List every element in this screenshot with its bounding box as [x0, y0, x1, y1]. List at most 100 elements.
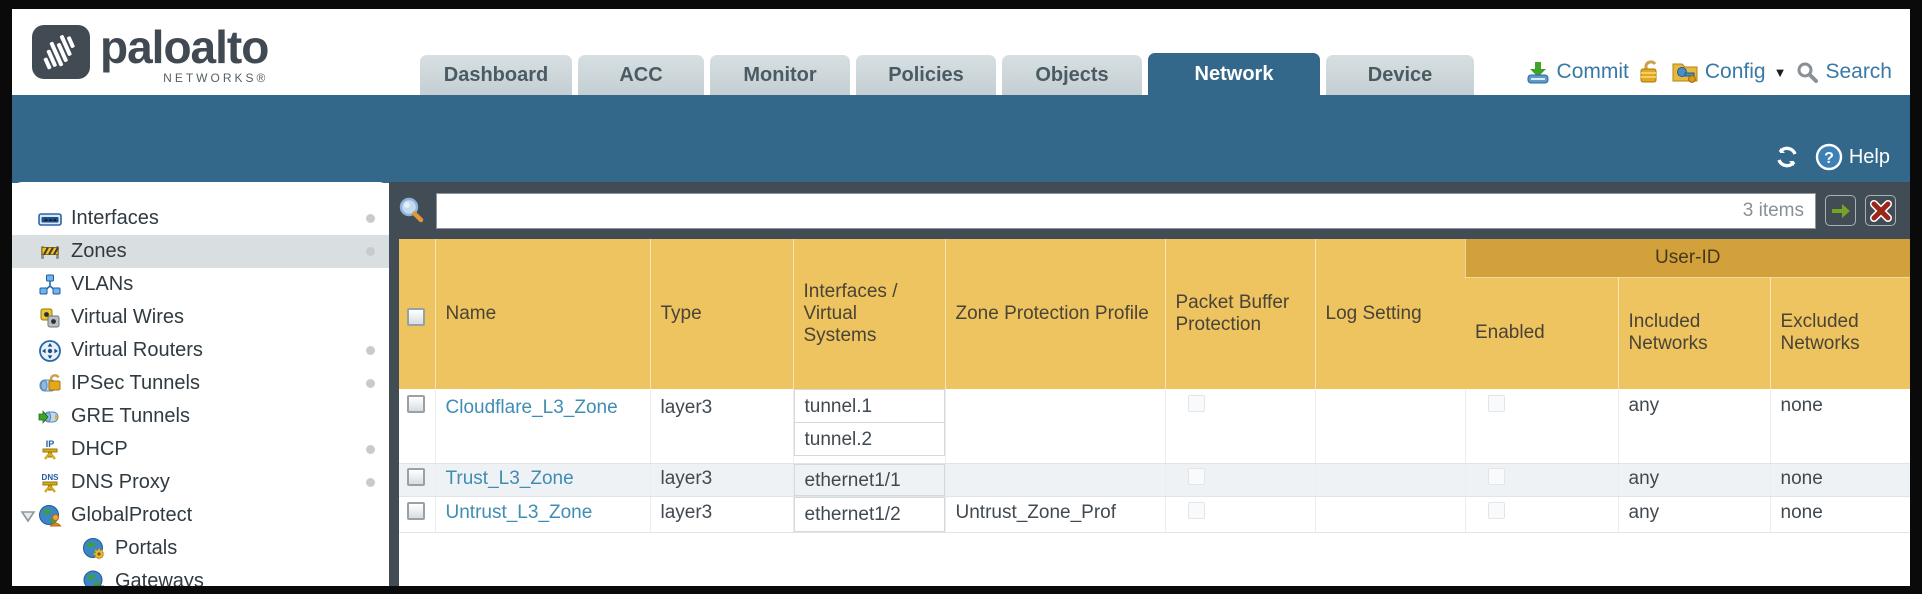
sidebar-item-ipsec-tunnels[interactable]: IPSec Tunnels [12, 367, 389, 400]
search-button[interactable]: Search [1795, 60, 1892, 84]
zone-protection-profile [945, 463, 1166, 497]
sidebar-item-zones[interactable]: Zones [12, 235, 389, 268]
status-dot [366, 346, 375, 355]
included-networks: any [1618, 463, 1771, 497]
sidebar-item-virtual-routers[interactable]: Virtual Routers [12, 334, 389, 367]
chevron-down-icon: ▼ [1773, 64, 1787, 80]
column-header-zone-protection-profile[interactable]: Zone Protection Profile [944, 239, 1165, 389]
clear-filter-button[interactable] [1865, 195, 1896, 226]
table-row: Untrust_L3_Zone layer3 ethernet1/2 Untru… [399, 496, 1910, 533]
log-setting [1315, 463, 1466, 497]
column-header-type[interactable]: Type [649, 239, 793, 389]
zone-type: layer3 [650, 496, 794, 533]
status-dot [366, 214, 375, 223]
table-row: Cloudflare_L3_Zone layer3 tunnel.1 tunne… [399, 389, 1910, 464]
globalprotect-icon [39, 504, 62, 526]
commit-icon [1527, 62, 1549, 84]
column-header-enabled[interactable]: Enabled [1465, 277, 1618, 389]
packet-buffer-protection-checkbox[interactable] [1187, 467, 1205, 485]
tab-network[interactable]: Network [1148, 53, 1320, 95]
commit-button[interactable]: Commit [1525, 59, 1629, 85]
svg-text:DNS: DNS [42, 473, 60, 482]
vlans-icon [39, 274, 61, 294]
zone-protection-profile [945, 389, 1166, 464]
filter-toolbar: 3 items [389, 182, 1910, 239]
config-icon [1672, 63, 1698, 83]
sidebar-item-gre-tunnels[interactable]: GRE Tunnels [12, 400, 389, 433]
column-header-packet-buffer-protection[interactable]: Packet Buffer Protection [1164, 239, 1315, 389]
paloalto-logo: paloalto NETWORKS® [32, 21, 269, 85]
row-checkbox[interactable] [407, 395, 425, 413]
tab-dashboard[interactable]: Dashboard [420, 55, 572, 95]
user-id-enabled-checkbox[interactable] [1487, 395, 1505, 412]
sidebar-item-interfaces[interactable]: Interfaces [12, 202, 389, 235]
select-all-checkbox[interactable] [407, 308, 425, 326]
brand-subtitle: NETWORKS® [163, 71, 269, 85]
brand-name: paloalto [100, 21, 269, 73]
dhcp-icon: IP [42, 439, 58, 460]
zone-name-link[interactable]: Untrust_L3_Zone [445, 501, 593, 523]
packet-buffer-protection-checkbox[interactable] [1187, 501, 1205, 519]
tab-objects[interactable]: Objects [1002, 55, 1142, 95]
svg-text:IP: IP [46, 439, 55, 449]
apply-filter-button[interactable] [1825, 195, 1856, 226]
zone-protection-profile: Untrust_Zone_Prof [945, 496, 1166, 533]
teal-band: ? Help [12, 95, 1910, 183]
zone-name-link[interactable]: Trust_L3_Zone [445, 467, 574, 489]
lock-icon[interactable] [1638, 59, 1662, 85]
svg-text:?: ? [1824, 150, 1834, 167]
interface-entry: tunnel.2 [793, 422, 945, 456]
table-row: Trust_L3_Zone layer3 ethernet1/1 any non… [399, 463, 1910, 497]
zones-table: Name Type Interfaces / Virtual Systems Z… [399, 239, 1910, 533]
column-header-included-networks[interactable]: Included Networks [1617, 277, 1770, 389]
user-id-enabled-checkbox[interactable] [1487, 467, 1505, 485]
zone-name-link[interactable]: Cloudflare_L3_Zone [445, 397, 618, 418]
included-networks: any [1618, 389, 1771, 464]
zone-type: layer3 [650, 389, 794, 464]
sidebar-item-dhcp[interactable]: IP DHCP [12, 433, 389, 466]
status-dot [366, 379, 375, 388]
refresh-icon[interactable] [1773, 143, 1801, 171]
tab-policies[interactable]: Policies [856, 55, 996, 95]
top-bar: paloalto NETWORKS® Dashboard ACC Monitor… [12, 9, 1910, 95]
excluded-networks: none [1770, 463, 1910, 497]
sidebar-item-gateways[interactable]: Gateways [12, 565, 389, 586]
sidebar-item-vlans[interactable]: VLANs [12, 268, 389, 301]
panos-web-ui: paloalto NETWORKS® Dashboard ACC Monitor… [12, 9, 1910, 586]
row-checkbox[interactable] [407, 501, 425, 520]
row-checkbox[interactable] [407, 467, 425, 486]
help-icon[interactable]: ? [1815, 143, 1843, 171]
paloalto-logo-icon [32, 25, 90, 79]
virtual-routers-icon [39, 339, 61, 362]
interface-entry: ethernet1/2 [793, 496, 945, 532]
packet-buffer-protection-checkbox[interactable] [1187, 395, 1205, 412]
column-header-excluded-networks[interactable]: Excluded Networks [1769, 277, 1910, 389]
content-area: Interfaces Zones [12, 182, 1910, 586]
column-header-log-setting[interactable]: Log Setting [1314, 239, 1465, 389]
interface-entry: ethernet1/1 [793, 463, 945, 496]
clear-filter-x-icon [1869, 199, 1892, 222]
filter-search-icon [399, 197, 424, 222]
apply-filter-arrow-icon [1831, 203, 1850, 218]
status-dot [366, 478, 375, 487]
interface-entry: tunnel.1 [793, 389, 945, 423]
help-label[interactable]: Help [1848, 145, 1890, 168]
tab-acc[interactable]: ACC [578, 55, 704, 95]
log-setting [1315, 496, 1466, 533]
tab-monitor[interactable]: Monitor [710, 55, 850, 95]
column-header-interfaces[interactable]: Interfaces / Virtual Systems [792, 239, 945, 389]
sidebar-item-globalprotect[interactable]: GlobalProtect [12, 499, 389, 532]
log-setting [1315, 389, 1466, 464]
sidebar-item-dns-proxy[interactable]: DNS DNS Proxy [12, 466, 389, 499]
column-header-name[interactable]: Name [434, 239, 650, 389]
expander-icon[interactable] [18, 506, 38, 526]
filter-input[interactable] [436, 192, 1816, 229]
zones-table-container: Name Type Interfaces / Virtual Systems Z… [399, 239, 1910, 586]
config-menu[interactable]: Config ▼ [1671, 59, 1787, 85]
main-panel: 3 items [389, 182, 1910, 586]
excluded-networks: none [1770, 496, 1910, 533]
sidebar-item-portals[interactable]: Portals [12, 532, 389, 565]
sidebar-item-virtual-wires[interactable]: Virtual Wires [12, 301, 389, 334]
user-id-enabled-checkbox[interactable] [1487, 501, 1505, 519]
tab-device[interactable]: Device [1326, 55, 1474, 95]
